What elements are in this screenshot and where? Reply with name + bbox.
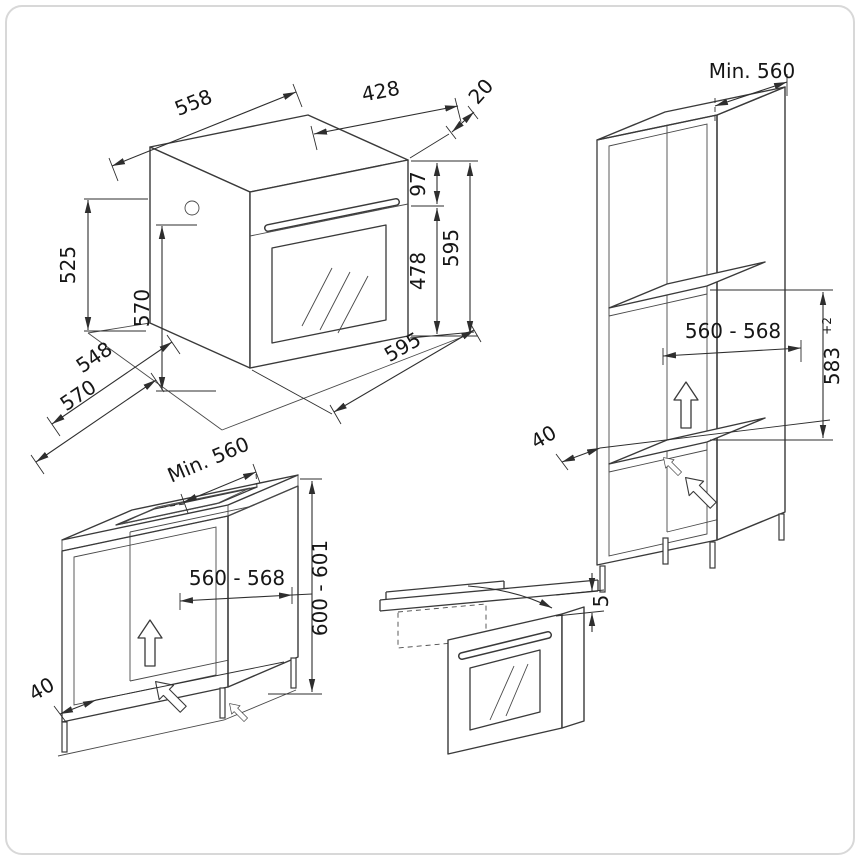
dim-560-568-base-line: [179, 592, 293, 604]
dim-583-tolerance-label: +2: [820, 317, 834, 335]
cabinet-front-opening: [608, 123, 708, 557]
cabinet-leg: [709, 541, 716, 569]
dim-min560-base-ext-dashed: [157, 473, 258, 509]
dim-558-line: [111, 91, 297, 167]
base-leg: [219, 687, 226, 719]
shelf-lower-thickness: [608, 442, 708, 473]
dim-min560-tall: Min. 560: [709, 59, 795, 122]
shelf-lower: [608, 417, 766, 465]
dim-560-568-tall-line: [662, 345, 802, 359]
dim-570-bottom-extension-lines: [30, 372, 165, 475]
dim-600-601-label: 600 - 601: [308, 540, 332, 636]
oven-handle-side-inner: [459, 632, 551, 659]
dim-570-inner-label: 570: [130, 289, 154, 327]
dim-600-601: 600 - 601: [268, 478, 332, 695]
airflow-path-arrow: [467, 585, 553, 609]
hob-side-profile: [385, 580, 505, 600]
hob-oven-side-view: 5: [379, 573, 613, 755]
dim-595-bottom-line: [333, 329, 475, 413]
dim-40-tall-label: 40: [526, 420, 560, 454]
dim-5-label: 5: [589, 595, 613, 608]
base-leg: [290, 657, 297, 689]
dim-583: 583 +2: [710, 289, 844, 441]
shelf-upper-thickness: [608, 286, 708, 317]
dim-560-568-base-label: 560 - 568: [189, 566, 285, 590]
cabinet-leg: [778, 513, 785, 541]
dim-583-ext: [710, 289, 833, 441]
base-front-opening: [73, 526, 217, 706]
tall-cabinet-body: [596, 86, 786, 593]
dim-595-right: 595: [439, 163, 474, 334]
dim-525-extension-lines: [84, 198, 148, 332]
dim-min560-base-ext: [180, 463, 261, 514]
dim-595-right-label: 595: [439, 229, 463, 267]
dim-min560-tall-label: Min. 560: [709, 59, 795, 83]
dim-560-568-tall: 560 - 568: [662, 319, 802, 365]
oven-door-glass: [271, 224, 387, 344]
glass-reflection-hatch: [301, 267, 369, 334]
cabinet-leg: [662, 537, 669, 565]
cabinet-front-frame: [596, 114, 718, 566]
dim-5-ext: [555, 589, 605, 617]
dim-5: 5: [555, 573, 613, 632]
oven-glass-side: [469, 649, 541, 731]
dim-525: 525: [56, 198, 148, 332]
airflow-up-arrow: [137, 619, 163, 667]
dim-478: 478: [406, 208, 441, 334]
dim-min560-tall-line: [714, 81, 788, 107]
oven-door-handle-inner: [265, 199, 399, 231]
oven-front-face: [249, 159, 409, 369]
dim-97-label: 97: [406, 171, 430, 196]
dim-595-bottom-extension-lines: [251, 322, 482, 425]
glass-hatch-side: [489, 663, 529, 721]
dim-428-label: 428: [360, 76, 402, 107]
dim-570-bottom-label: 570: [56, 375, 101, 416]
base-leg: [61, 721, 68, 753]
dim-560-568-tall-label: 560 - 568: [685, 319, 781, 343]
tall-cabinet-view: Min. 560 560 - 568 583 +2 40: [526, 59, 844, 593]
dim-558-label: 558: [171, 84, 215, 121]
dim-20: 20: [409, 74, 498, 159]
shelf-upper: [608, 261, 766, 309]
airflow-small-arrow: [663, 457, 682, 476]
cabinet-right-face: [716, 86, 786, 541]
base-cabinet-view: Min. 560 560 - 568 600 - 601 40: [24, 432, 332, 757]
airflow-angled-arrow: [685, 477, 717, 509]
dim-min560-base-line: [183, 471, 257, 503]
dim-97: 97: [406, 163, 441, 204]
base-cabinet-body: [57, 474, 299, 757]
page-border: [5, 5, 855, 855]
dim-570-bottom-line: [35, 379, 157, 463]
dim-40-base-label: 40: [24, 672, 58, 706]
airflow-angled-arrow: [155, 681, 187, 713]
cabinet-leg: [599, 565, 606, 593]
dim-20-line: [451, 111, 475, 133]
dim-548-label: 548: [72, 337, 117, 378]
dim-478-label: 478: [406, 252, 430, 290]
door-seam-line: [249, 203, 409, 237]
dim-40-tall-line: [561, 447, 601, 463]
dim-20-label: 20: [463, 74, 498, 109]
oven-view: 558 428 20 97 478 595 525: [30, 74, 498, 475]
base-floor-line: [57, 689, 297, 757]
airflow-up-arrow: [673, 381, 699, 429]
dim-525-label: 525: [56, 246, 80, 284]
airflow-small-arrow: [229, 703, 248, 722]
dim-558-extension-lines: [108, 83, 303, 182]
dim-560-568-base: 560 - 568: [179, 566, 313, 610]
dim-583-label: 583: [820, 347, 844, 385]
worktop-side-profile: [379, 579, 599, 612]
side-vent-hole: [184, 200, 200, 216]
dim-600-601-ext: [268, 478, 322, 695]
dim-40-base-line: [59, 699, 97, 715]
oven-right-side: [561, 606, 585, 729]
base-front-frame: [61, 515, 229, 723]
dim-428-line: [313, 105, 459, 135]
